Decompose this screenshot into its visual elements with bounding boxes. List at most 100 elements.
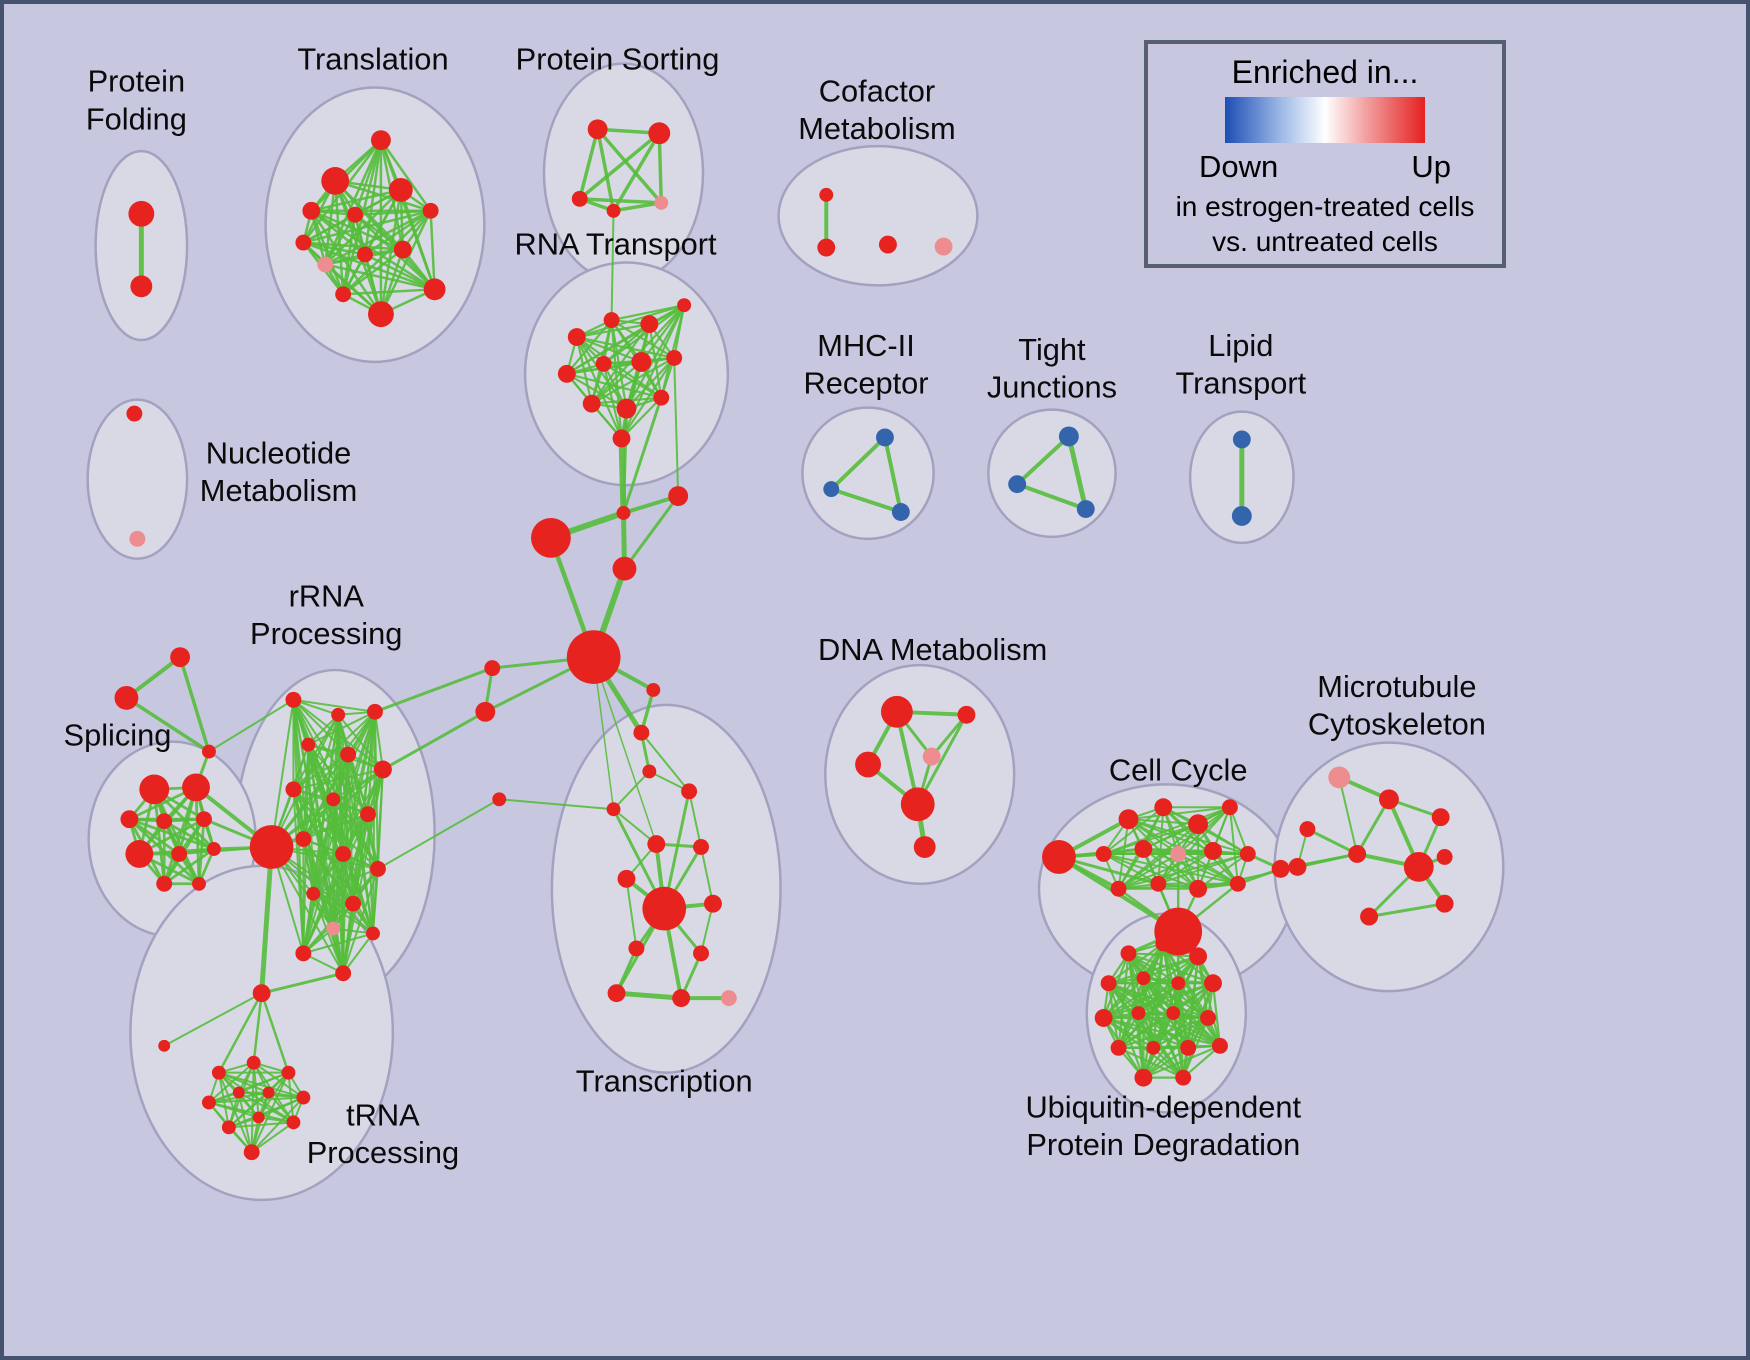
node-dm5 — [900, 787, 935, 822]
node-tc6 — [693, 839, 709, 855]
cluster-label-ubiquitin-degradation: Ubiquitin-dependent — [1025, 1089, 1301, 1124]
node-h4 — [612, 556, 637, 581]
node-sp9 — [156, 875, 173, 892]
node-ub8 — [1094, 1009, 1113, 1027]
edge — [625, 877, 638, 950]
node-tc2 — [642, 764, 657, 779]
edge — [1137, 982, 1180, 1015]
edge — [1015, 482, 1088, 511]
edge — [310, 209, 345, 296]
node-ub4 — [1100, 975, 1117, 992]
node-ub5 — [1136, 971, 1151, 986]
cluster-label-rrna-processing: rRNA — [289, 578, 365, 613]
edge — [1015, 434, 1071, 487]
node-cf4 — [934, 237, 953, 256]
edge — [1117, 852, 1249, 890]
edge — [1142, 1046, 1190, 1079]
node-ub9 — [1131, 1006, 1146, 1020]
node-h6 — [484, 660, 501, 677]
node-tj1 — [1058, 426, 1079, 447]
edge — [1142, 806, 1231, 850]
node-rt11 — [653, 389, 670, 406]
node-rt1 — [567, 328, 586, 346]
edge — [302, 241, 405, 251]
node-rr4 — [301, 737, 316, 752]
node-rr13 — [306, 886, 321, 901]
edge — [292, 788, 305, 955]
edge — [1142, 982, 1215, 1079]
node-dm2 — [957, 705, 976, 724]
edge — [1117, 849, 1214, 890]
node-cf1 — [819, 187, 834, 202]
node-sp3 — [120, 810, 139, 829]
edge — [178, 655, 211, 754]
cluster-label-translation: Translation — [297, 42, 448, 77]
legend-updown-row: Down Up — [1199, 149, 1451, 185]
edge — [310, 209, 383, 316]
edge — [612, 770, 651, 811]
edge — [342, 932, 374, 975]
cluster-label-dna-metabolism: DNA Metabolism — [818, 632, 1047, 667]
cluster-label-cell-cycle: Cell Cycle — [1109, 752, 1248, 787]
edge — [578, 131, 662, 201]
node-tc5 — [647, 835, 666, 853]
node-tc11 — [693, 945, 709, 962]
node-tc8 — [642, 886, 687, 931]
node-tn8 — [286, 1115, 301, 1130]
node-rt7 — [631, 351, 652, 372]
node-rr15 — [326, 921, 341, 936]
node-cf2 — [817, 238, 836, 257]
node-cc2 — [1118, 809, 1139, 830]
cluster-label-lipid-transport: Lipid — [1208, 328, 1273, 363]
node-ub12 — [1110, 1039, 1127, 1056]
cluster-label-mhc-ii-receptor: Receptor — [804, 366, 929, 401]
node-tr3 — [302, 201, 321, 220]
edge — [302, 753, 350, 955]
node-tr9 — [393, 240, 412, 259]
edge — [1142, 1044, 1222, 1079]
edge — [640, 731, 691, 793]
node-tc1 — [633, 724, 650, 741]
cluster-label-trna-processing: tRNA — [346, 1097, 420, 1132]
node-rt12 — [612, 429, 631, 448]
edge — [363, 253, 436, 291]
edge — [1102, 806, 1231, 855]
edge — [207, 1061, 255, 1104]
cluster-ellipse-tight-junctions — [987, 408, 1117, 539]
edge — [162, 847, 216, 886]
node-ub1 — [1120, 945, 1137, 962]
node-cc16 — [1271, 859, 1290, 878]
edge — [367, 813, 379, 870]
node-ub7 — [1204, 974, 1222, 993]
node-sp10 — [192, 876, 206, 891]
edge — [1157, 806, 1231, 885]
edge — [1296, 852, 1359, 869]
node-rt6 — [595, 355, 612, 372]
edge — [621, 407, 628, 515]
node-rt8 — [666, 349, 683, 366]
edge — [302, 241, 436, 291]
edge — [312, 867, 379, 895]
edge — [1102, 982, 1215, 1020]
edge — [381, 710, 487, 771]
edge — [610, 209, 615, 322]
edge — [302, 813, 369, 841]
node-nm2 — [129, 530, 146, 547]
edge — [342, 867, 379, 975]
node-dm4 — [922, 747, 941, 766]
cluster-label-ubiquitin-degradation: Protein Degradation — [1026, 1127, 1300, 1162]
node-cf3 — [878, 235, 897, 254]
edge — [565, 319, 613, 375]
edge — [1102, 977, 1145, 1020]
cluster-label-protein-folding: Protein — [88, 63, 186, 98]
edge — [1107, 955, 1200, 985]
edge — [333, 179, 432, 213]
edge — [217, 1071, 305, 1099]
edge — [621, 396, 663, 515]
edge — [1137, 1011, 1145, 1079]
node-h5 — [566, 630, 621, 684]
edge — [1196, 955, 1222, 1047]
node-tn7 — [262, 1086, 275, 1099]
edge — [614, 990, 684, 1001]
node-ub3 — [1189, 947, 1208, 966]
